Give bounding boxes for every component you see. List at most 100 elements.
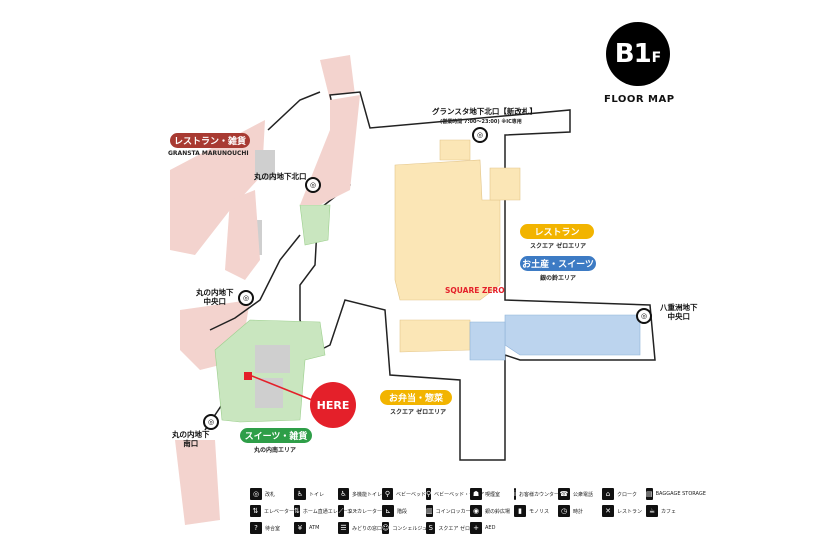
restaurant-sub: スクエア ゼロエリア bbox=[530, 243, 587, 250]
food-area bbox=[394, 139, 521, 353]
legend-label: 待合室 bbox=[265, 525, 281, 532]
legend-label: スクエア ゼロ bbox=[438, 525, 470, 532]
sweets-sub: 丸の内南エリア bbox=[254, 447, 297, 454]
elevator-icon: ⇅ bbox=[250, 505, 261, 517]
legend-label: ATM bbox=[309, 525, 320, 531]
legend-item: ?待合室 bbox=[250, 522, 294, 534]
north-gate-label: グランスタ地下北口【新改札】 bbox=[432, 107, 537, 116]
here-marker bbox=[244, 372, 313, 401]
legend-label: 銀の鈴広場 bbox=[485, 508, 511, 515]
toilet-icon: ♿ bbox=[294, 488, 306, 500]
legend-label: エレベーター bbox=[263, 508, 294, 515]
legend-item: ⊾階段 bbox=[382, 505, 426, 517]
legend-label: BAGGAGE STORAGE bbox=[655, 491, 706, 497]
souvenir-sub: 銀の鈴エリア bbox=[540, 275, 577, 282]
stairs-icon: ⊾ bbox=[382, 505, 394, 517]
legend-item: ⚲ベビーベッド bbox=[382, 488, 426, 500]
legend-item: ▮モノリス bbox=[514, 505, 558, 517]
square-zero-label: SQUARE ZERO bbox=[445, 286, 505, 295]
legend-label: お客様カウンター bbox=[518, 491, 559, 498]
baby-bed-icon: ⚲ bbox=[382, 488, 393, 500]
legend-item: ¥ATM bbox=[294, 522, 338, 534]
legend-label: 多機能トイレ bbox=[351, 491, 382, 498]
legend-item: ◉銀の鈴広場 bbox=[470, 505, 514, 517]
legend-label: みどりの窓口 bbox=[351, 525, 382, 532]
restaurant-icon: ✕ bbox=[602, 505, 614, 517]
platform-elevator-icon: ⇅ bbox=[294, 505, 300, 517]
aed-icon: + bbox=[470, 522, 482, 534]
marunouchi-south-gate-icon[interactable]: ◎ bbox=[203, 414, 219, 430]
legend-label: ベビーベッド bbox=[395, 491, 426, 498]
baby-chair-icon: ⚲ bbox=[426, 488, 432, 500]
marunouchi-central-gate-icon[interactable]: ◎ bbox=[238, 290, 254, 306]
cloak-icon: ⌂ bbox=[602, 488, 614, 500]
here-badge: HERE bbox=[310, 382, 356, 428]
bento-sub: スクエア ゼロエリア bbox=[390, 409, 447, 416]
floor-suffix: F bbox=[651, 50, 662, 66]
floor-number: B1 bbox=[614, 39, 652, 69]
legend-item: ▥コインロッカー bbox=[426, 505, 471, 517]
north-gate-sub: (営業時間 7:00〜23:00) ※IC専用 bbox=[440, 119, 522, 125]
info-icon: i bbox=[514, 488, 516, 500]
square-zero-icon: S bbox=[426, 522, 436, 534]
legend-label: クローク bbox=[617, 491, 638, 498]
legend-label: レストラン bbox=[617, 508, 643, 515]
legend-label: ホーム直通エレベーター bbox=[302, 508, 358, 515]
cafe-icon: ☕ bbox=[646, 505, 658, 517]
legend-item: ☎公衆電話 bbox=[558, 488, 602, 500]
legend-item: ⇅エレベーター bbox=[250, 505, 294, 517]
marunouchi-central-label: 丸の内地下 中央口 bbox=[196, 288, 234, 306]
baggage-icon: ▤ bbox=[646, 488, 653, 500]
yaesu-central-gate-icon[interactable]: ◎ bbox=[636, 308, 652, 324]
yaesu-central-label: 八重洲地下 中央口 bbox=[660, 303, 698, 321]
legend-item: ◷時計 bbox=[558, 505, 602, 517]
legend-item: ♿多機能トイレ bbox=[338, 488, 382, 500]
bento-pill: お弁当・惣菜 bbox=[380, 390, 452, 405]
legend-item: ✕レストラン bbox=[602, 505, 646, 517]
phone-icon: ☎ bbox=[558, 488, 570, 500]
legend-label: 階段 bbox=[397, 508, 408, 515]
legend-label: 改札 bbox=[265, 491, 276, 498]
legend-label: コインロッカー bbox=[435, 508, 471, 515]
gate-icon: ◎ bbox=[250, 488, 262, 500]
floor-map-title: FLOOR MAP bbox=[604, 94, 675, 105]
legend-item: ☺コンシェルジュ bbox=[382, 522, 427, 534]
escalator-icon: ⟋ bbox=[338, 505, 344, 517]
souvenir-area bbox=[469, 314, 641, 361]
legend-item: ☰みどりの窓口 bbox=[338, 522, 382, 534]
legend-item: ☕カフェ bbox=[646, 505, 690, 517]
legend-item: ⟋エスカレーター bbox=[338, 505, 382, 517]
marunouchi-north-gate-icon[interactable]: ◎ bbox=[305, 177, 321, 193]
wheelchair-toilet-icon: ♿ bbox=[338, 488, 349, 500]
clock-icon: ◷ bbox=[558, 505, 570, 517]
restaurant-marunouchi-pill: レストラン・雑貨 bbox=[170, 133, 250, 148]
atm-icon: ¥ bbox=[294, 522, 306, 534]
legend-label: ベビーベッド・チェア bbox=[434, 491, 485, 498]
green-window-icon: ☰ bbox=[338, 522, 349, 534]
outer-buildings bbox=[170, 55, 355, 525]
legend-label: カフェ bbox=[661, 508, 677, 515]
legend-item: +AED bbox=[470, 522, 514, 534]
legend-item: ☗喫煙室 bbox=[470, 488, 514, 500]
legend-item: ⇅ホーム直通エレベーター bbox=[294, 505, 358, 517]
locker-icon: ▥ bbox=[426, 505, 433, 517]
monolith-icon: ▮ bbox=[514, 505, 526, 517]
legend-label: 時計 bbox=[573, 508, 584, 515]
guide-icon: ? bbox=[250, 522, 262, 534]
restaurant-marunouchi-sub: GRANSTA MARUNOUCHI bbox=[168, 150, 249, 157]
legend-label: 公衆電話 bbox=[573, 491, 594, 498]
legend-label: モノリス bbox=[529, 508, 550, 515]
legend-label: AED bbox=[485, 525, 496, 531]
legend-item: ⌂クローク bbox=[602, 488, 646, 500]
souvenir-pill: お土産・スイーツ bbox=[520, 256, 596, 271]
marunouchi-south-label: 丸の内地下 南口 bbox=[172, 430, 210, 448]
smoking-icon: ☗ bbox=[470, 488, 482, 500]
legend-label: 喫煙室 bbox=[485, 491, 501, 498]
legend-label: トイレ bbox=[309, 491, 325, 498]
north-gate-icon[interactable]: ◎ bbox=[472, 127, 488, 143]
legend-item: ♿トイレ bbox=[294, 488, 338, 500]
silver-bell-icon: ◉ bbox=[470, 505, 482, 517]
